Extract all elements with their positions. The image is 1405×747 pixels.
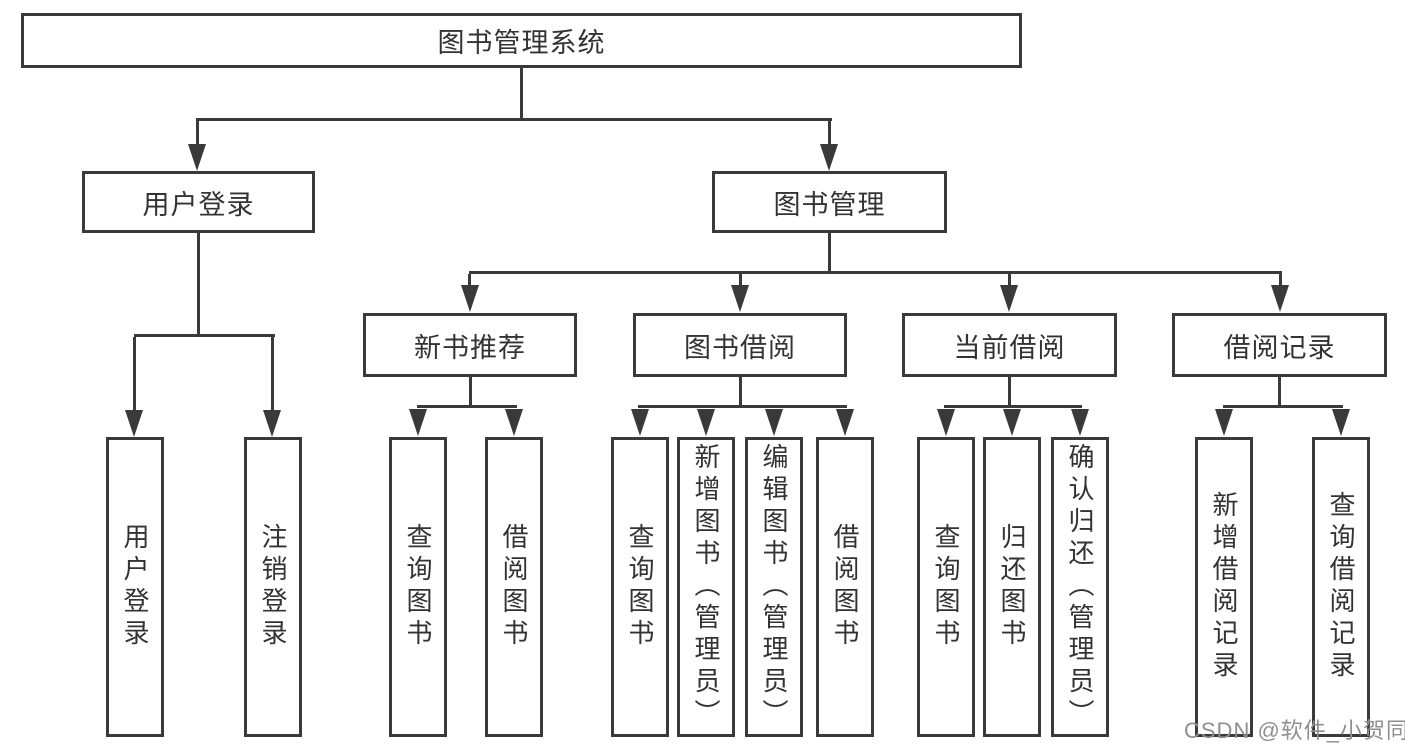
arrow-down-icon — [505, 409, 523, 436]
arrow-down-icon — [125, 410, 143, 437]
leaf-borrow-books-recommend-label: 借阅图书 — [499, 523, 529, 651]
connector-line — [196, 118, 832, 121]
leaf-confirm-return-admin-label: 确认归还（管理员） — [1065, 443, 1095, 731]
leaf-edit-book-admin: 编辑图书（管理员） — [745, 437, 803, 737]
node-root-label: 图书管理系统 — [437, 28, 606, 58]
node-book-management-label: 图书管理 — [773, 189, 886, 220]
node-book-borrow-label: 图书借阅 — [684, 332, 796, 363]
leaf-query-borrow-record-label: 查询借阅记录 — [1326, 491, 1356, 683]
arrow-down-icon — [409, 409, 427, 436]
leaf-query-books-borrow: 查询图书 — [611, 437, 669, 737]
arrow-down-icon — [1003, 409, 1021, 436]
connector-line — [1008, 377, 1011, 408]
connector-line — [828, 121, 831, 144]
arrow-down-icon — [697, 409, 715, 436]
leaf-query-borrow-record: 查询借阅记录 — [1312, 437, 1370, 737]
watermark: CSDN @软件_小贺同学 — [1184, 718, 1405, 743]
leaf-borrow-books-recommend: 借阅图书 — [485, 437, 543, 737]
connector-line — [1008, 274, 1011, 286]
connector-line — [134, 334, 275, 337]
connector-line — [469, 377, 472, 408]
leaf-query-books-current: 查询图书 — [917, 437, 975, 737]
connector-line — [196, 121, 199, 144]
arrow-down-icon — [631, 409, 649, 436]
leaf-add-book-admin: 新增图书（管理员） — [677, 437, 735, 737]
connector-line — [828, 232, 831, 273]
leaf-query-books-borrow-label: 查询图书 — [625, 523, 655, 651]
connector-line — [133, 337, 136, 410]
leaf-query-books-recommend: 查询图书 — [389, 437, 447, 737]
connector-line — [271, 337, 274, 410]
node-current-borrow-label: 当前借阅 — [953, 332, 1066, 363]
node-borrow-records: 借阅记录 — [1172, 313, 1387, 377]
arrow-down-icon — [820, 144, 838, 171]
leaf-add-borrow-record-label: 新增借阅记录 — [1209, 491, 1239, 683]
connector-line — [638, 405, 847, 408]
arrow-down-icon — [731, 285, 749, 312]
arrow-down-icon — [1071, 409, 1089, 436]
arrow-down-icon — [1271, 285, 1289, 312]
arrow-down-icon — [836, 409, 854, 436]
node-new-book-recommend: 新书推荐 — [363, 313, 577, 377]
arrow-down-icon — [188, 144, 206, 171]
arrow-down-icon — [1215, 409, 1233, 436]
leaf-edit-book-admin-label: 编辑图书（管理员） — [759, 443, 789, 731]
connector-line — [520, 68, 523, 120]
leaf-logout-login: 注销登录 — [244, 437, 302, 737]
connector-line — [1278, 377, 1281, 408]
connector-line — [944, 405, 1082, 408]
connector-line — [197, 233, 200, 336]
leaf-logout-login-label: 注销登录 — [258, 523, 288, 651]
leaf-borrow-books-label: 借阅图书 — [830, 523, 860, 651]
node-user-login: 用户登录 — [82, 171, 315, 233]
leaf-borrow-books: 借阅图书 — [816, 437, 874, 737]
leaf-user-login-label: 用户登录 — [120, 523, 150, 651]
connector-line — [469, 271, 1282, 274]
arrow-down-icon — [937, 409, 955, 436]
node-book-borrow: 图书借阅 — [633, 313, 847, 377]
node-borrow-records-label: 借阅记录 — [1223, 332, 1336, 363]
connector-line — [417, 405, 517, 408]
node-book-management: 图书管理 — [712, 171, 947, 233]
leaf-user-login: 用户登录 — [106, 437, 164, 737]
leaf-confirm-return-admin: 确认归还（管理员） — [1051, 437, 1109, 737]
connector-line — [1223, 405, 1343, 408]
leaf-return-books: 归还图书 — [983, 437, 1041, 737]
connector-line — [739, 377, 742, 408]
node-root: 图书管理系统 — [21, 13, 1022, 68]
node-new-book-recommend-label: 新书推荐 — [414, 332, 526, 363]
arrow-down-icon — [765, 409, 783, 436]
leaf-add-borrow-record: 新增借阅记录 — [1195, 437, 1253, 737]
leaf-query-books-current-label: 查询图书 — [931, 523, 961, 651]
leaf-add-book-admin-label: 新增图书（管理员） — [691, 443, 721, 731]
leaf-return-books-label: 归还图书 — [997, 523, 1027, 651]
connector-line — [739, 274, 742, 286]
connector-line — [1279, 274, 1282, 286]
arrow-down-icon — [263, 410, 281, 437]
arrow-down-icon — [1332, 409, 1350, 436]
arrow-down-icon — [461, 285, 479, 312]
connector-line — [468, 274, 471, 286]
leaf-query-books-recommend-label: 查询图书 — [403, 523, 433, 651]
node-current-borrow: 当前借阅 — [902, 313, 1117, 377]
arrow-down-icon — [1000, 285, 1018, 312]
node-user-login-label: 用户登录 — [142, 189, 255, 220]
